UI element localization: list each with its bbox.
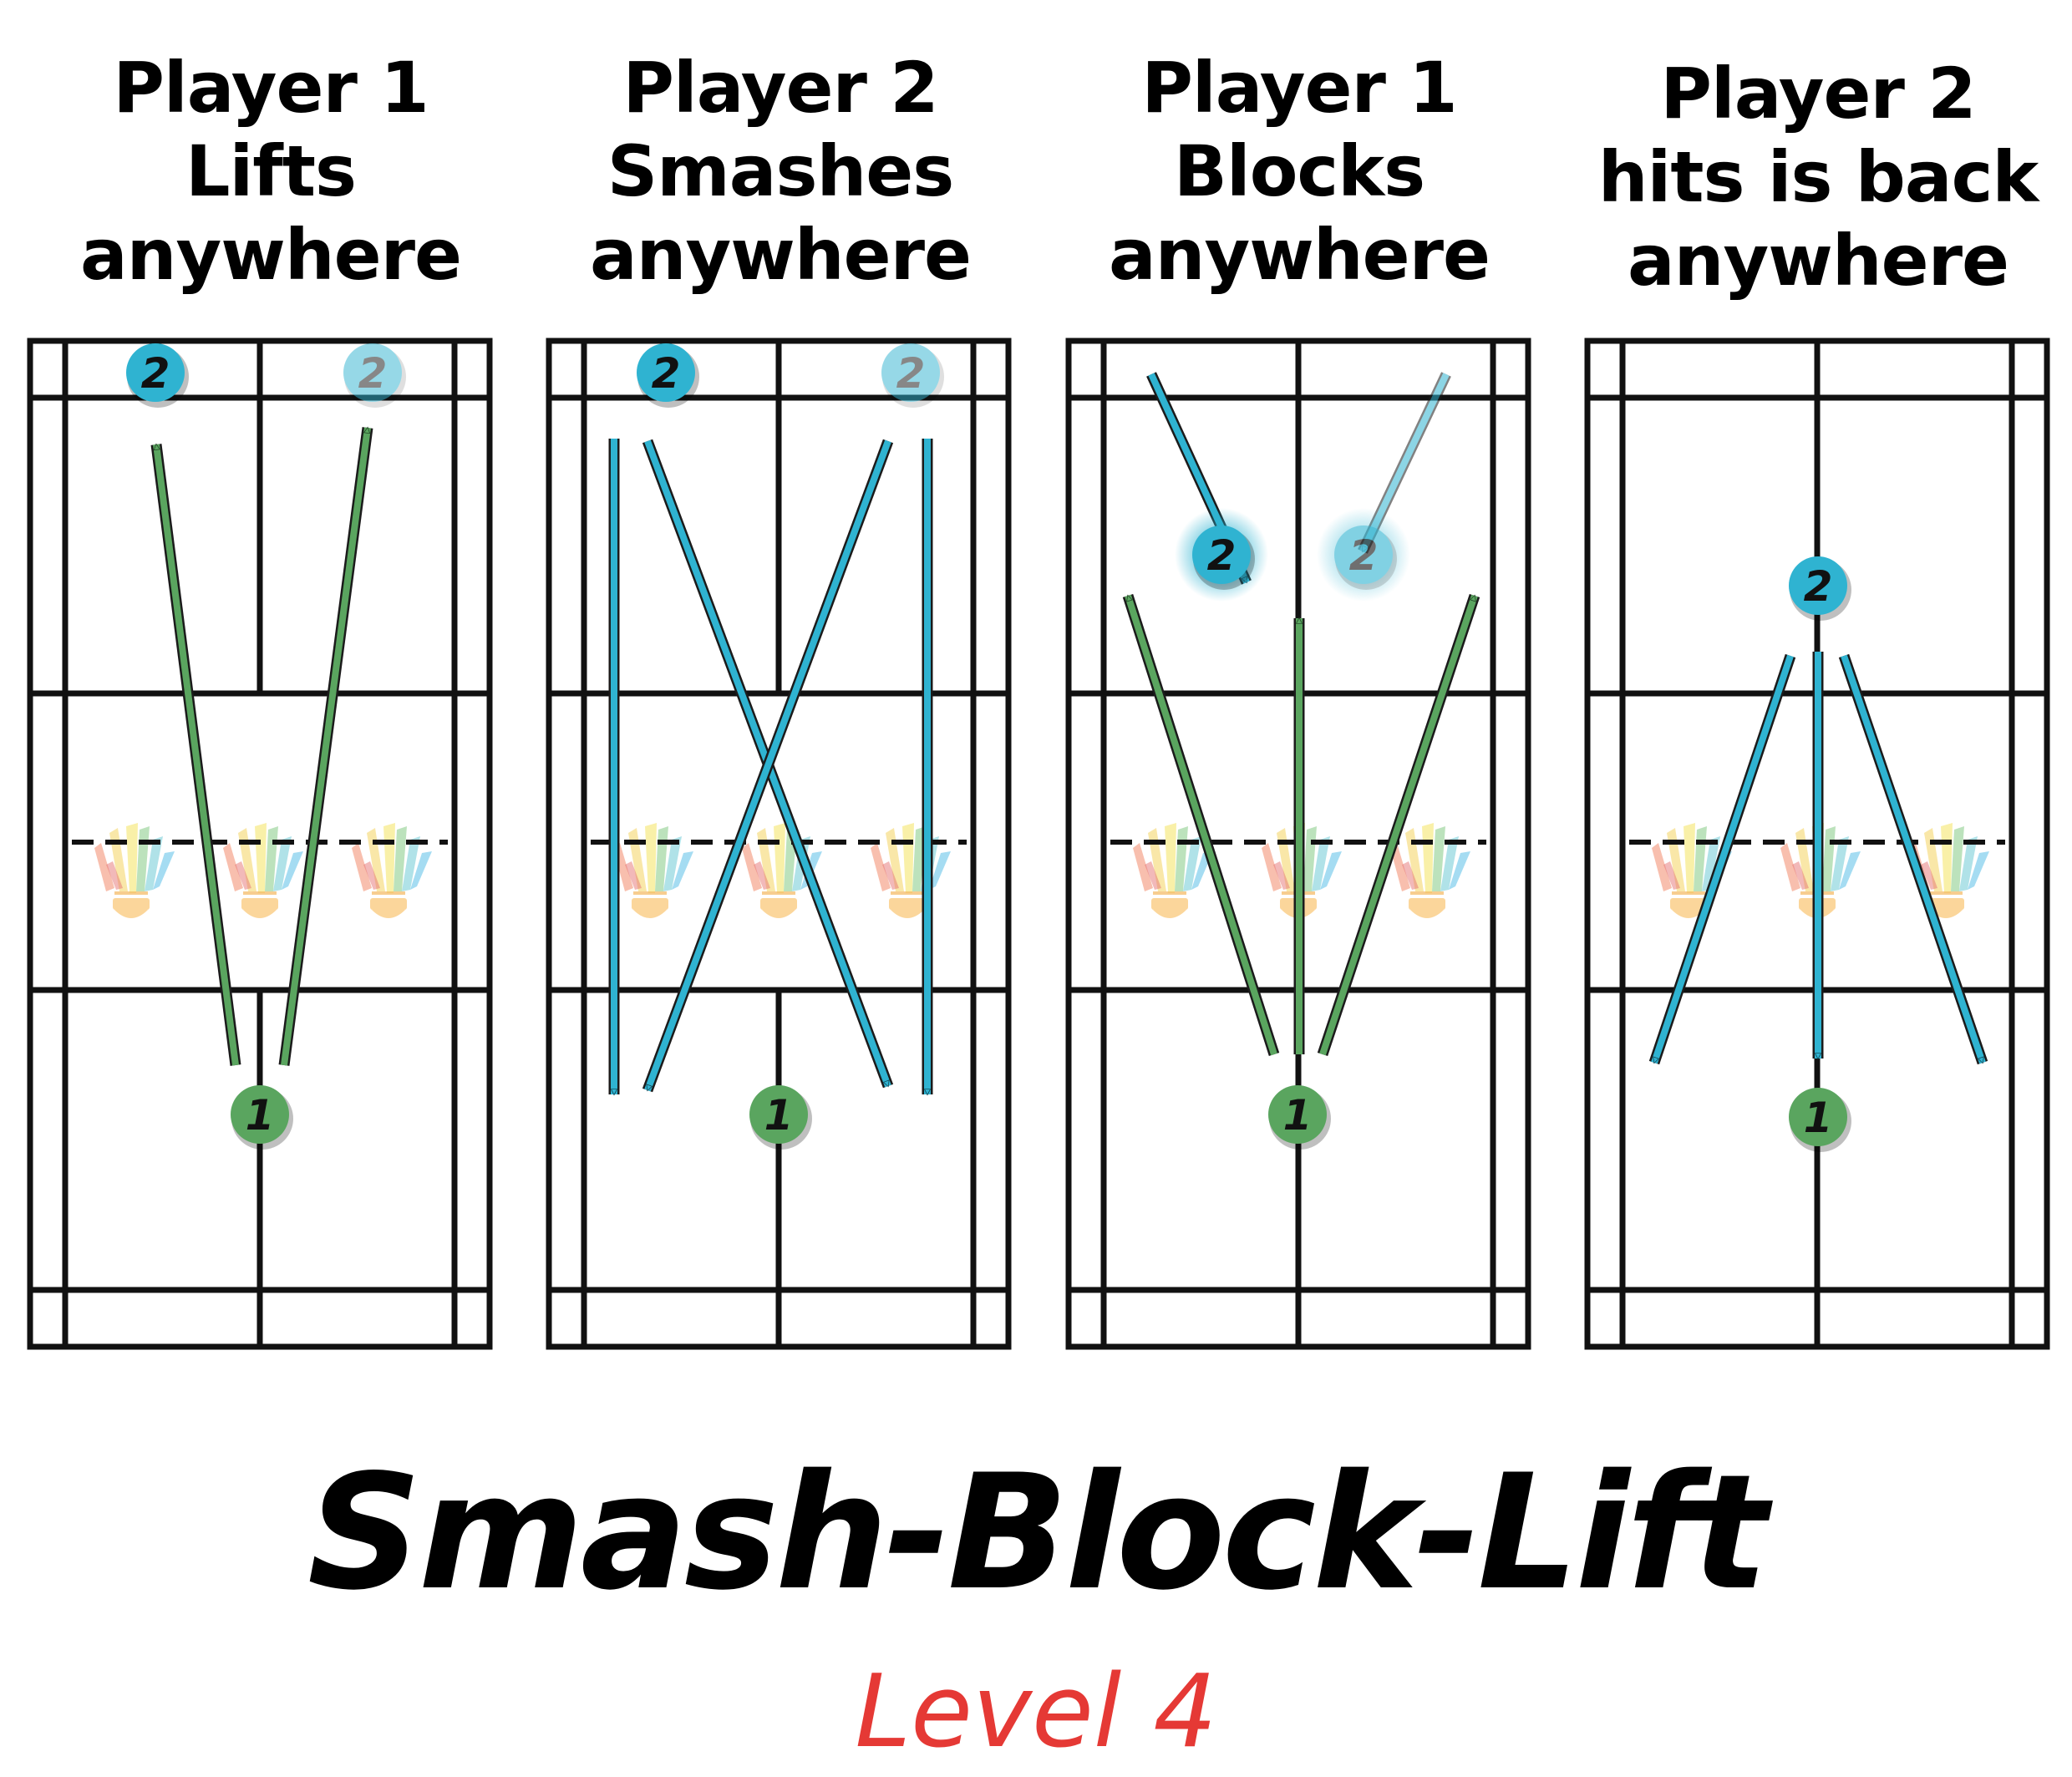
drill-level: Level 4 [855, 1654, 1217, 1770]
player-label: 1 [764, 1091, 794, 1140]
shuttlecock-icon [93, 821, 176, 920]
player-2-marker: 2 [881, 343, 944, 408]
player-2-marker: 2 [637, 343, 699, 408]
player-badge [1268, 1085, 1327, 1144]
panel-3-heading-line-3: anywhere [1108, 214, 1491, 296]
lift-arrow [278, 426, 373, 1066]
drill-title: Smash-Block-Lift [307, 1440, 1768, 1625]
panel-1-heading-line-1: Player 1 [113, 47, 429, 129]
player-1-marker: 1 [749, 1085, 812, 1150]
arrow-shaft [644, 439, 891, 1092]
smash-arrow [642, 439, 894, 1093]
panel-4-heading-line-2: hits is back [1597, 136, 2039, 218]
player-1-marker: 1 [1268, 1085, 1331, 1150]
player-2-marker: 2 [1317, 508, 1410, 602]
shuttlecock-icon [1389, 821, 1472, 920]
block-arrow [1122, 594, 1280, 1056]
player-2-marker: 2 [1789, 556, 1851, 621]
panel-1-heading: Player 1 Lifts anywhere [12, 46, 530, 297]
panel-2-heading-line-3: anywhere [589, 214, 972, 296]
court-1 [27, 338, 493, 1350]
player-badge [749, 1085, 808, 1144]
player-badge [1334, 525, 1393, 584]
player-badge [126, 343, 185, 402]
player-label: 2 [358, 349, 388, 398]
courts-diagram: 2 2 1 2 2 1 2 2 1 2 1 [27, 338, 2050, 1350]
shuttlecock-icon [869, 821, 952, 920]
arrow-shaft [1125, 594, 1277, 1056]
player-label: 1 [246, 1091, 275, 1140]
panel-1-heading-line-3: anywhere [79, 214, 462, 296]
player-label: 1 [1804, 1094, 1833, 1142]
player-label: 1 [1283, 1091, 1313, 1140]
return-arrow [1648, 653, 1796, 1065]
panel-3-heading-line-2: Blocks [1173, 130, 1425, 212]
arrow-shaft [1841, 654, 1986, 1064]
arrow-shaft [1319, 594, 1478, 1056]
player-label: 2 [1207, 531, 1237, 580]
panel-2-heading-line-1: Player 2 [622, 47, 938, 129]
return-arrow [1838, 653, 1988, 1065]
player-label: 2 [652, 349, 681, 398]
shuttlecock-icon [350, 821, 434, 920]
player-badge [1789, 556, 1847, 615]
player-2-marker: 2 [343, 343, 406, 408]
player-label: 2 [141, 349, 170, 398]
player-badge [881, 343, 940, 402]
arrow-shaft [1651, 654, 1794, 1064]
player-1-marker: 1 [231, 1085, 293, 1150]
player-badge [1789, 1088, 1847, 1146]
player-badge [637, 343, 695, 402]
player-label: 2 [1349, 531, 1379, 580]
player-2-marker: 2 [1175, 508, 1268, 602]
panel-2-heading: Player 2 Smashes anywhere [521, 46, 1039, 297]
lift-arrow [150, 443, 241, 1066]
shuttlecock-icon [221, 821, 305, 920]
panel-4-heading: Player 2 hits is back anywhere [1559, 52, 2072, 302]
panel-4-heading-line-3: anywhere [1627, 220, 2009, 302]
panel-4-heading-line-1: Player 2 [1660, 53, 1976, 135]
player-badge [231, 1085, 289, 1144]
panel-3-heading: Player 1 Blocks anywhere [1040, 46, 1558, 297]
player-badge [343, 343, 402, 402]
block-arrow [1317, 593, 1480, 1057]
player-2-marker: 2 [126, 343, 189, 408]
arrow-shaft [281, 426, 371, 1066]
player-1-marker: 1 [1789, 1088, 1851, 1152]
panel-2-heading-line-2: Smashes [607, 130, 954, 212]
player-label: 2 [1804, 562, 1833, 611]
player-badge [1192, 525, 1251, 584]
arrow-shaft [153, 443, 239, 1066]
player-label: 2 [896, 349, 926, 398]
panel-3-heading-line-1: Player 1 [1141, 47, 1457, 129]
panel-1-heading-line-2: Lifts [185, 130, 357, 212]
shuttlecock-icon [612, 821, 695, 920]
